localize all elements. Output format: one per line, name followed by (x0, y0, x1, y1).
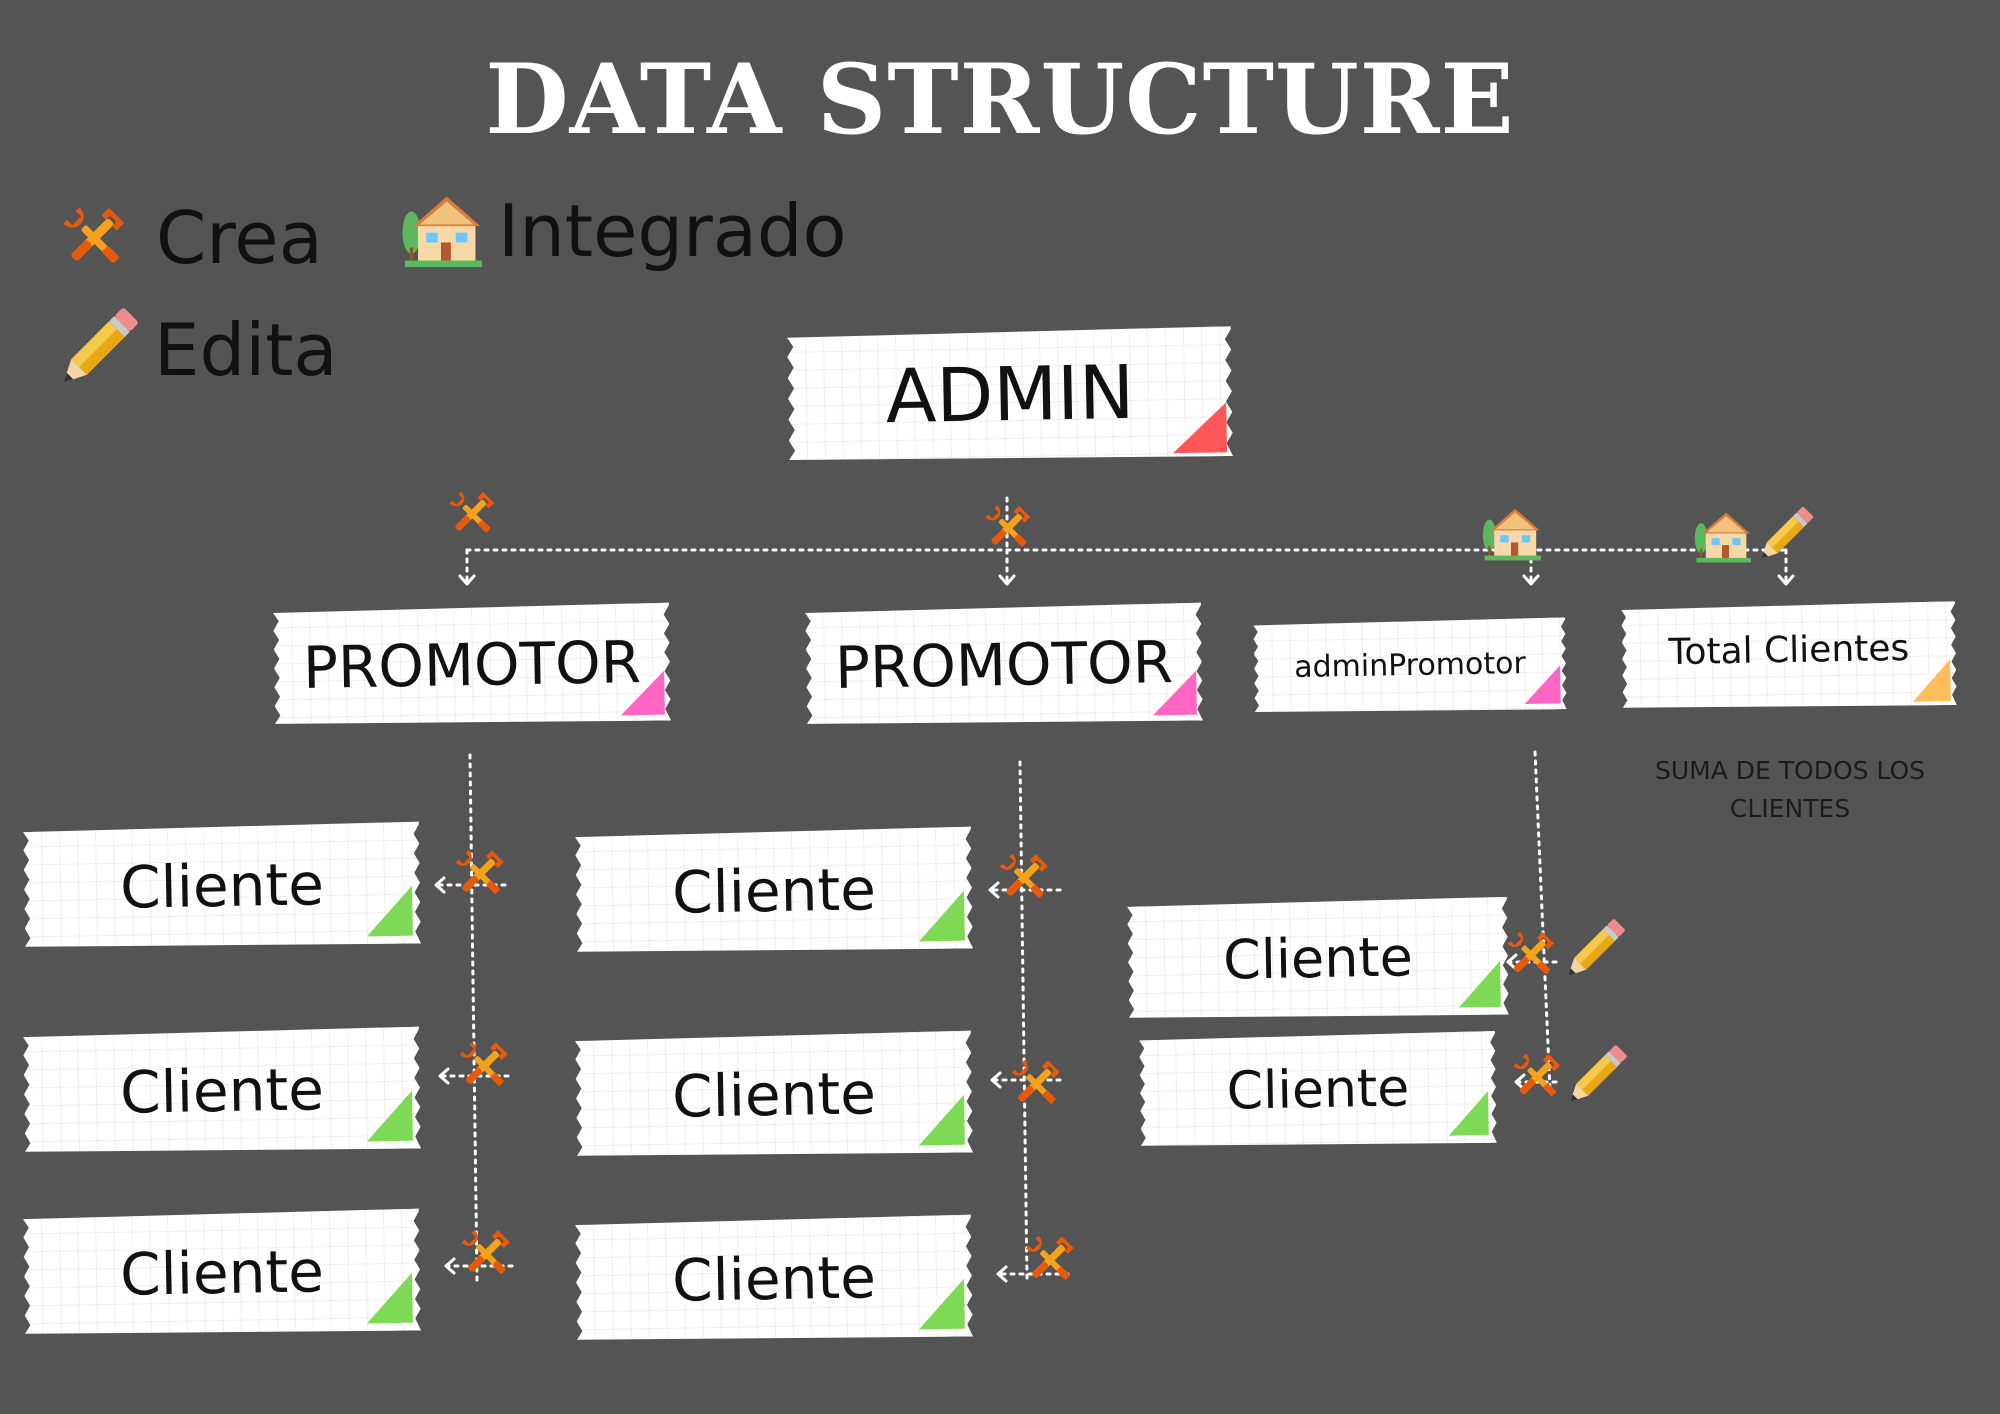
node-cliente-label: Cliente (1226, 1058, 1410, 1122)
corner-fold (918, 891, 965, 942)
tools-icon (454, 1036, 514, 1096)
tools-icon (1502, 926, 1560, 984)
legend-integrado: Integrado (398, 190, 847, 272)
node-cliente: Cliente (1139, 1031, 1497, 1149)
corner-fold (1172, 402, 1227, 453)
corner-fold (620, 671, 665, 716)
legend-crea: Crea (56, 200, 323, 276)
node-cliente-label: Cliente (119, 850, 325, 922)
node-promotor-2-label: PROMOTOR (834, 628, 1174, 702)
house-icon (1478, 504, 1544, 564)
note-total-clientes: SUMA DE TODOS LOS CLIENTES (1654, 756, 1926, 823)
corner-fold (366, 886, 413, 937)
tools-icon (994, 848, 1054, 908)
node-cliente-label: Cliente (119, 1055, 325, 1127)
node-cliente-label: Cliente (671, 1243, 877, 1315)
tools-icon (456, 1224, 516, 1284)
legend-integrado-label: Integrado (498, 189, 847, 273)
corner-fold (918, 1095, 965, 1146)
pencil-icon (1558, 916, 1628, 986)
node-cliente: Cliente (575, 1031, 973, 1160)
node-cliente: Cliente (23, 822, 421, 951)
node-total-clientes: Total Clientes (1621, 601, 1957, 711)
corner-fold (918, 1279, 965, 1330)
corner-fold (1448, 1091, 1489, 1136)
node-cliente-label: Cliente (671, 1059, 877, 1131)
node-cliente: Cliente (23, 1209, 421, 1338)
node-admin-promotor-label: adminPromotor (1293, 645, 1527, 686)
diagram-title: DATA STRUCTURE (485, 43, 1515, 156)
tools-icon (444, 486, 500, 542)
node-cliente: Cliente (23, 1027, 421, 1156)
legend-edita: Edita (50, 304, 338, 396)
node-cliente-label: Cliente (1222, 925, 1414, 992)
corner-fold (1458, 961, 1501, 1008)
corner-fold (1912, 659, 1951, 702)
corner-fold (1152, 671, 1197, 716)
node-promotor-1-label: PROMOTOR (302, 628, 642, 702)
legend-crea-label: Crea (156, 196, 323, 280)
tools-icon (1508, 1048, 1566, 1106)
tools-icon (1006, 1054, 1066, 1114)
corner-fold (1524, 665, 1561, 704)
house-icon (1690, 508, 1754, 566)
house-icon (398, 190, 484, 272)
tools-icon (980, 500, 1036, 556)
node-admin-promotor: adminPromotor (1253, 617, 1567, 714)
legend-edita-label: Edita (154, 308, 338, 392)
node-cliente-label: Cliente (671, 855, 877, 927)
tools-icon (56, 200, 132, 276)
pencil-icon (50, 304, 142, 396)
node-cliente: Cliente (575, 827, 973, 956)
node-cliente-label: Cliente (119, 1237, 325, 1309)
node-promotor-2: PROMOTOR (805, 603, 1203, 728)
node-admin: ADMIN (787, 326, 1233, 464)
node-admin-label: ADMIN (884, 349, 1136, 441)
tools-icon (1020, 1230, 1080, 1290)
node-promotor-1: PROMOTOR (273, 603, 671, 728)
pencil-icon (1752, 504, 1816, 568)
corner-fold (366, 1091, 413, 1142)
node-total-clientes-label: Total Clientes (1668, 627, 1910, 674)
tools-icon (450, 844, 510, 904)
pencil-icon (1560, 1042, 1630, 1112)
node-cliente: Cliente (575, 1215, 973, 1344)
corner-fold (366, 1273, 413, 1324)
node-cliente: Cliente (1127, 897, 1509, 1022)
